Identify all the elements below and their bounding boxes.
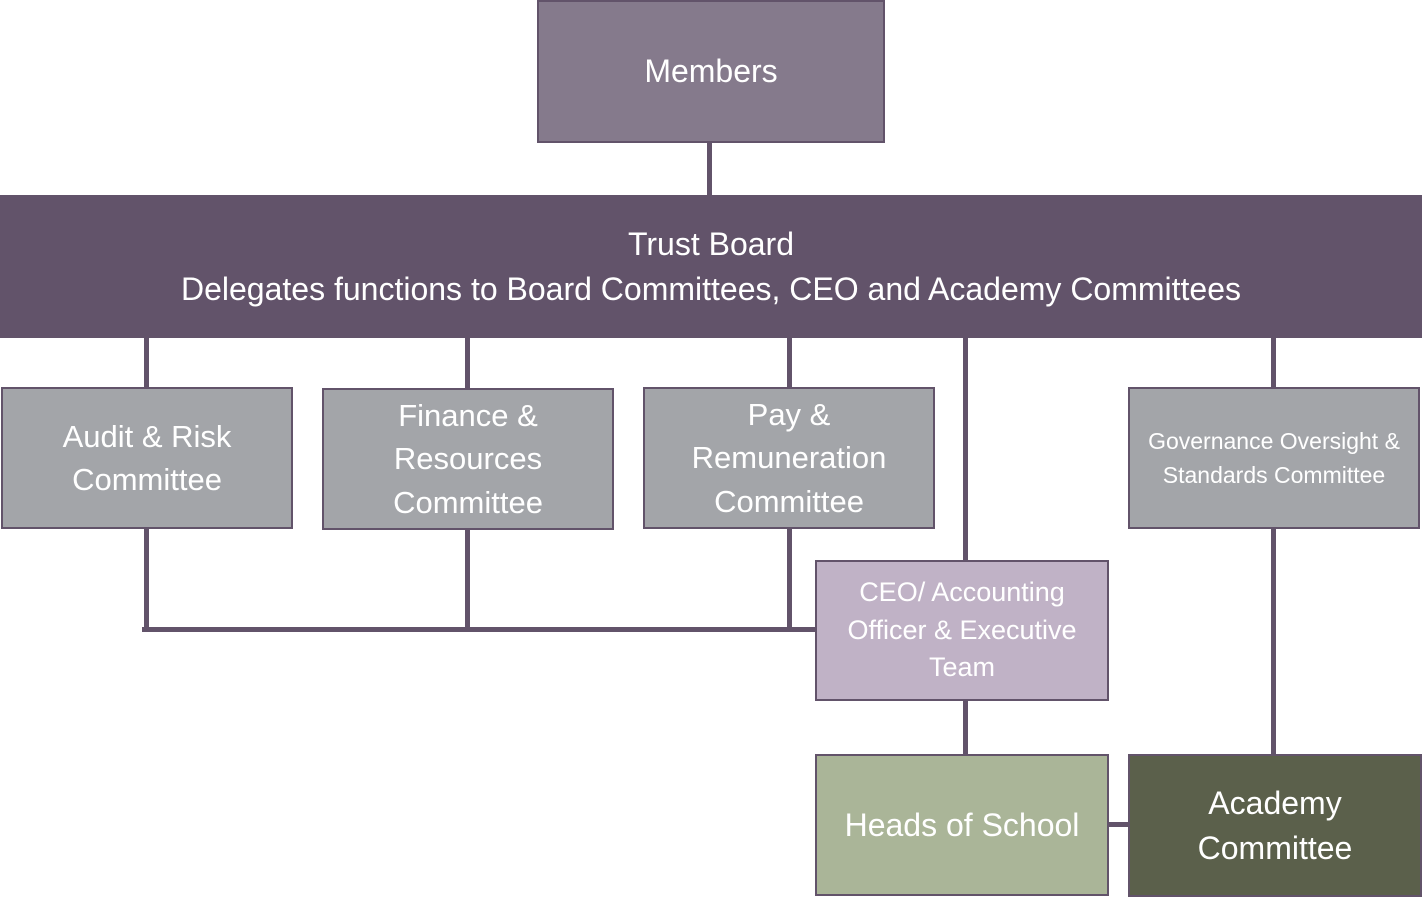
connector (1271, 338, 1276, 387)
finance-label: Finance & Resources Committee (393, 397, 543, 520)
trust-board-box: Trust Board Delegates functions to Board… (0, 195, 1422, 338)
academy-label: Academy Committee (1197, 784, 1353, 866)
connector (144, 529, 149, 632)
connector (707, 143, 712, 195)
connector (787, 338, 792, 387)
heads-of-school-box: Heads of School (815, 754, 1109, 896)
governance-committee-box: Governance Oversight & Standards Committ… (1128, 387, 1420, 529)
connector (142, 627, 817, 632)
pay-label: Pay & Remuneration Committee (691, 396, 887, 519)
connector (787, 529, 792, 632)
connector (144, 338, 149, 387)
connector (465, 338, 470, 388)
heads-label: Heads of School (844, 806, 1080, 843)
connector (963, 701, 968, 754)
connector (1271, 529, 1276, 754)
pay-remuneration-committee-box: Pay & Remuneration Committee (643, 387, 935, 529)
audit-label: Audit & Risk Committee (62, 418, 232, 497)
finance-resources-committee-box: Finance & Resources Committee (322, 388, 614, 530)
ceo-box: CEO/ Accounting Officer & Executive Team (815, 560, 1109, 701)
connector (963, 338, 968, 560)
connector (465, 530, 470, 632)
governance-label: Governance Oversight & Standards Committ… (1148, 427, 1400, 489)
board-subtitle: Delegates functions to Board Committees,… (180, 270, 1242, 307)
members-label: Members (644, 53, 778, 90)
board-title: Trust Board (628, 225, 794, 262)
members-box: Members (537, 0, 885, 143)
connector (1109, 822, 1129, 827)
academy-committee-box: Academy Committee (1128, 754, 1422, 897)
ceo-label: CEO/ Accounting Officer & Executive Team (847, 576, 1077, 683)
audit-risk-committee-box: Audit & Risk Committee (1, 387, 293, 529)
